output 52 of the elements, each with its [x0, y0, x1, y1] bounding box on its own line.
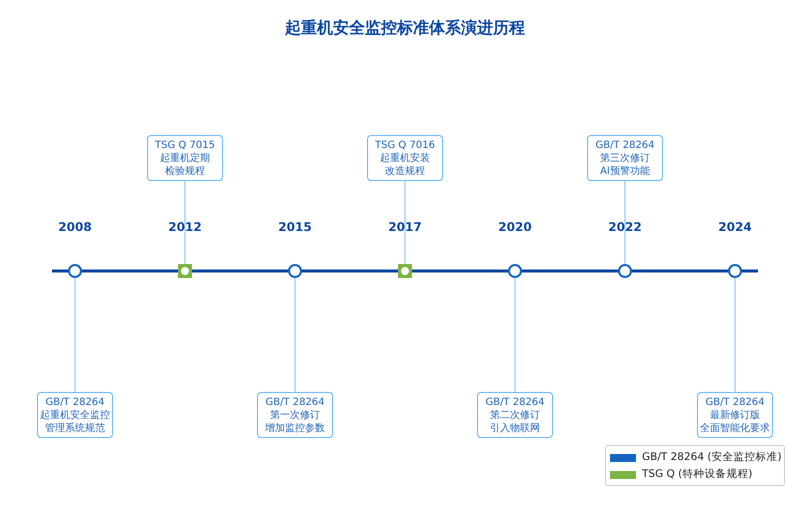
- callout-text: 第三次修订: [600, 152, 650, 164]
- callout-box: [37, 392, 113, 438]
- legend-label: GB/T 28264 (安全监控标准): [642, 450, 782, 464]
- callout-text: 最新修订版: [710, 408, 760, 422]
- chart-title: 起重机安全监控标准体系演进历程: [284, 18, 526, 39]
- leader-line: [624, 181, 626, 264]
- milestone-circle: [68, 264, 82, 278]
- year-label: 2008: [57, 220, 93, 234]
- leader-line: [294, 278, 296, 392]
- callout-text: TSG Q 7015: [155, 138, 215, 152]
- year-label: 2024: [717, 220, 753, 234]
- year-label: 2012: [167, 220, 203, 234]
- callout-text: 起重机安装: [380, 152, 430, 164]
- callout-box: [697, 392, 773, 438]
- callout-box: [587, 135, 663, 181]
- callout-text: TSG Q 7016: [375, 138, 435, 152]
- milestone-circle: [618, 264, 632, 278]
- callout-text: GB/T 28264: [265, 396, 325, 408]
- year-label: 2022: [607, 220, 643, 234]
- callout-text: 起重机定期: [160, 152, 210, 164]
- callout-text: 第一次修订: [270, 408, 320, 422]
- year-label: 2017: [387, 220, 423, 234]
- callout-text: 管理系统规范: [45, 422, 105, 434]
- callout-text: 引入物联网: [490, 422, 540, 434]
- callout-box: [367, 135, 443, 181]
- callout-text: 增加监控参数: [265, 422, 325, 434]
- callout-box: [477, 392, 553, 438]
- callout-text: GB/T 28264: [485, 396, 545, 408]
- leader-line: [184, 181, 186, 264]
- milestone-circle: [508, 264, 522, 278]
- callout-box: [257, 392, 333, 438]
- callout-text: 第二次修订: [490, 408, 540, 422]
- year-label: 2020: [497, 220, 533, 234]
- leader-line: [514, 278, 516, 392]
- callout-text: GB/T 28264: [595, 138, 655, 152]
- milestone-circle: [288, 264, 302, 278]
- callout-text: AI预警功能: [600, 164, 650, 178]
- milestone-circle: [728, 264, 742, 278]
- callout-text: 检验规程: [165, 164, 205, 178]
- leader-line: [74, 278, 76, 392]
- callout-box: [147, 135, 223, 181]
- year-label: 2015: [277, 220, 313, 234]
- callout-text: 起重机安全监控: [40, 408, 110, 422]
- leader-line: [734, 278, 736, 392]
- milestone-square: [398, 264, 412, 278]
- milestone-square: [178, 264, 192, 278]
- callout-text: 改造规程: [385, 164, 425, 178]
- legend-label: TSG Q (特种设备规程): [642, 467, 752, 481]
- callout-text: GB/T 28264: [705, 396, 765, 408]
- callout-text: GB/T 28264: [45, 396, 105, 408]
- callout-text: 全面智能化要求: [700, 422, 770, 434]
- leader-line: [404, 181, 406, 264]
